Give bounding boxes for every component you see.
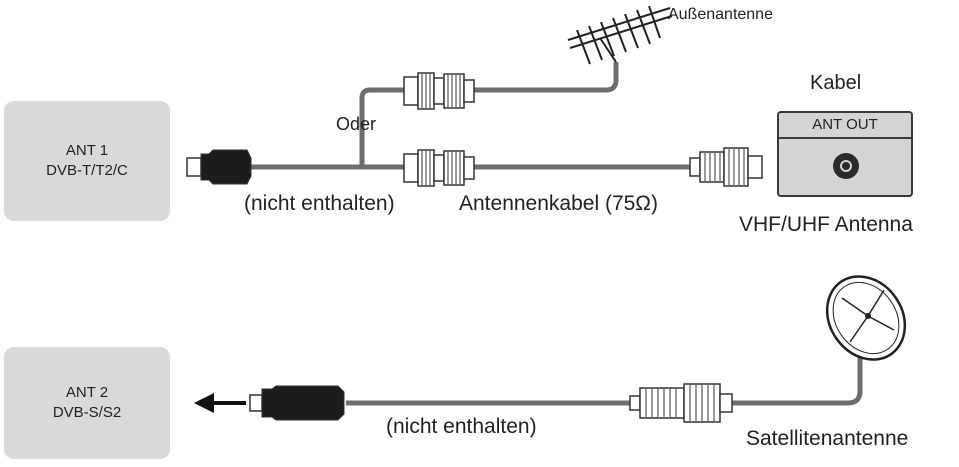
bottom-cable [346,355,863,406]
ant1-plug-icon [186,149,252,185]
ant2-plug-icon [249,385,345,421]
or-label: Oder [336,114,377,134]
ant2-port-box[interactable]: ANT 2 DVB-S/S2 [4,347,170,459]
cable-label: Kabel [810,72,862,94]
ant-out-connector-icon [689,147,763,187]
ant1-title: ANT 1 [65,142,109,159]
satellite-dish-icon [825,275,907,361]
outdoor-antenna-label: Außenantenne [668,6,773,23]
outdoor-antenna-icon [567,5,673,65]
ant-out-panel: ANT OUT [777,111,913,197]
not-included-bottom-label: (nicht enthalten) [386,415,537,438]
f-connector-icon [629,383,733,423]
satellite-antenna-label: Satellitenantenne [746,427,909,450]
ant2-subtitle: DVB-S/S2 [52,404,122,421]
or-branch-cable [359,62,619,167]
ant1-subtitle: DVB-T/T2/C [46,162,128,179]
antenna-cable-label: Antennenkabel (75Ω) [459,192,658,215]
main-connector-icon [403,149,475,187]
ant-out-socket-icon [833,153,859,179]
branch-connector-icon [403,72,475,110]
ant2-title: ANT 2 [65,384,109,401]
ant1-port-box[interactable]: ANT 1 DVB-T/T2/C [4,101,170,221]
ant-out-label: ANT OUT [779,113,911,139]
arrow-left-icon [194,393,246,413]
not-included-top-label: (nicht enthalten) [244,192,395,215]
vhf-uhf-antenna-label: VHF/UHF Antenna [739,213,913,236]
